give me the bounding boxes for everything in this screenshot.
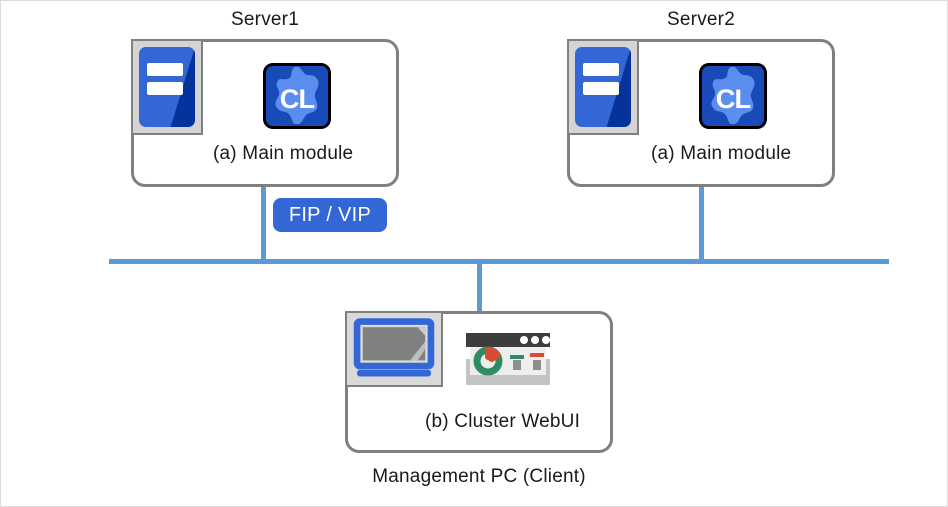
wire-server2-to-bus (699, 187, 704, 263)
server2-caption: (a) Main module (651, 143, 792, 164)
server2-cl-icon: CL (699, 63, 767, 129)
wire-server1-to-bus (261, 187, 266, 263)
server2-title: Server2 (667, 9, 735, 30)
network-bus-line (109, 259, 889, 264)
wire-bus-to-management-pc (477, 259, 482, 313)
svg-text:CL: CL (280, 83, 315, 114)
svg-text:CL: CL (716, 83, 751, 114)
server2-server-icon (567, 39, 639, 135)
server2-server-icon-body (575, 47, 631, 127)
server2-server-icon-bar-top (582, 63, 619, 76)
server1-server-icon-bar-top (146, 63, 183, 76)
server1-title: Server1 (231, 9, 299, 30)
server1-server-icon-bar-bottom (146, 82, 183, 95)
laptop-icon (345, 311, 443, 387)
management-pc-caption: (b) Cluster WebUI (425, 411, 581, 432)
management-pc-title: Management PC (Client) (372, 466, 586, 487)
server1-caption: (a) Main module (213, 143, 354, 164)
fip-vip-label: FIP / VIP (273, 198, 387, 232)
server1-cl-icon: CL (263, 63, 331, 129)
server1-server-icon-body (139, 47, 195, 127)
server2-server-icon-bar-bottom (582, 82, 619, 95)
browser-dashboard-icon (462, 331, 554, 391)
server1-server-icon (131, 39, 203, 135)
